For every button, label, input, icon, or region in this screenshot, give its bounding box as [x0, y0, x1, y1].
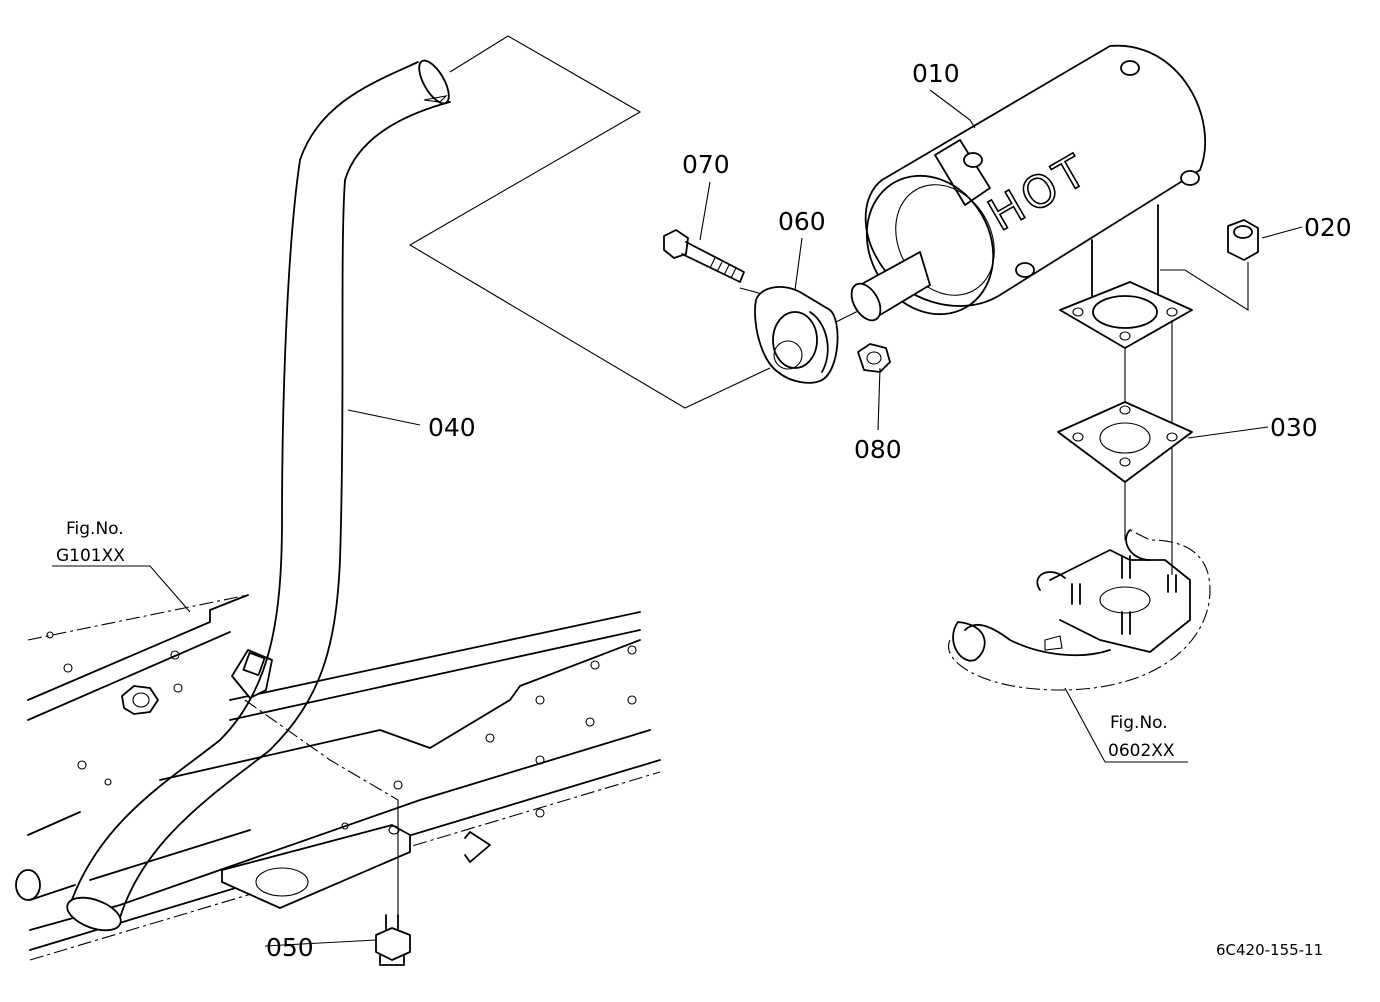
exhaust-manifold	[948, 529, 1211, 691]
part-number-080[interactable]: 080	[854, 435, 902, 464]
part-number-020[interactable]: 020	[1304, 213, 1352, 242]
part-number-070[interactable]: 070	[682, 150, 730, 179]
nut-020	[1227, 219, 1259, 261]
figure-ref-number: G101XX	[56, 546, 125, 566]
part-number-030[interactable]: 030	[1270, 413, 1318, 442]
figure-ref-g101xx[interactable]: Fig.No. G101XX	[56, 519, 125, 566]
figure-ref-number: 0602XX	[1108, 741, 1175, 761]
gasket-030	[1057, 401, 1193, 483]
clamp-060	[754, 286, 839, 384]
nut-080	[857, 343, 891, 373]
frame-nut	[121, 685, 159, 715]
frame-rails	[15, 594, 661, 961]
pipe-bracket-plate	[221, 824, 411, 909]
bolt-070	[663, 229, 745, 283]
part-number-010[interactable]: 010	[912, 59, 960, 88]
stud-050	[375, 914, 411, 966]
pipe-clip-bracket	[231, 649, 273, 699]
part-number-060[interactable]: 060	[778, 207, 826, 236]
drawing-code: 6C420-155-11	[1216, 941, 1323, 959]
part-number-050[interactable]: 050	[266, 933, 314, 962]
figure-ref-0602xx[interactable]: Fig.No. 0602XX	[1108, 713, 1175, 761]
tail-pipe	[66, 59, 451, 932]
figure-ref-label: Fig.No.	[1110, 713, 1168, 733]
figure-ref-label: Fig.No.	[66, 519, 124, 539]
muffler-010: HOT	[850, 45, 1206, 349]
part-number-040[interactable]: 040	[428, 413, 476, 442]
